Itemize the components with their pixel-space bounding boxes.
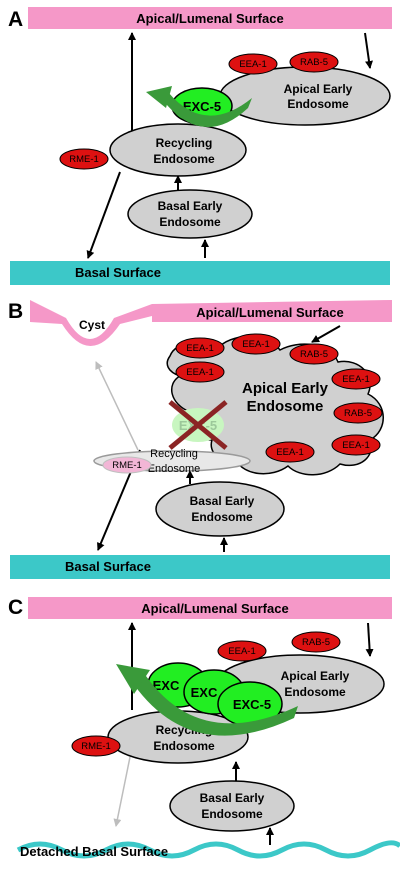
panel-a-apical-surface xyxy=(28,7,392,29)
panel-c-trafficking-arrow xyxy=(130,676,298,736)
panel-c-apical-endo-line1: Apical Early xyxy=(281,669,350,683)
panel-a-basal-surface xyxy=(10,261,390,285)
panel-a-basal-label: Basal Surface xyxy=(75,265,161,280)
panel-a-rab5-label: RAB-5 xyxy=(300,57,328,68)
panel-a-basal-early-endosome xyxy=(127,189,253,239)
panel-b-basal-label: Basal Surface xyxy=(65,559,151,574)
panel-b-apical-surface xyxy=(30,300,392,346)
panel-a-exc5-label: EXC-5 xyxy=(183,99,221,114)
panel-b-eea1-label-6: EEA-1 xyxy=(276,447,303,458)
panel-b-basal-endo-line1: Basal Early xyxy=(190,494,255,508)
panel-b: B Apical/Lumenal Surface Cyst Basal Surf… xyxy=(8,300,392,579)
panel-a-letter: A xyxy=(8,8,23,31)
panel-a-apical-early-endosome xyxy=(219,66,391,126)
panel-a-recycling-to-basal-arrow xyxy=(86,171,121,259)
panel-b-eea1-label-4: EEA-1 xyxy=(342,374,369,385)
panel-b-eea1-tag-4 xyxy=(331,368,381,390)
panel-c-trafficking-arrowhead xyxy=(116,664,150,694)
panel-a-trafficking-arrowhead xyxy=(146,86,172,108)
panel-b-tags: EEA-1 EEA-1 RAB-5 EEA-1 EEA-1 RAB-5 EEA-… xyxy=(175,333,383,463)
panel-b-eea1-label-5: EEA-1 xyxy=(342,440,369,451)
panel-a-rme1-tag xyxy=(59,148,109,170)
panel-b-eea1-tag-3 xyxy=(175,361,225,383)
panel-c-exc5-blob-1-label: EXC xyxy=(153,678,180,693)
panel-a-apical-label: Apical/Lumenal Surface xyxy=(136,11,283,26)
panel-c-apical-endo-line2: Endosome xyxy=(284,685,346,699)
panel-c-recycling-to-basal-arrow xyxy=(113,756,131,827)
panel-b-basal-early-endosome xyxy=(155,481,285,537)
panel-b-rab5-tag-1 xyxy=(289,343,339,365)
panel-a-recycling-line2: Endosome xyxy=(153,152,215,166)
panel-a-rme1-label: RME-1 xyxy=(69,154,99,165)
panel-a-trafficking-arrow xyxy=(152,92,252,128)
panel-c-eea1-label: EEA-1 xyxy=(228,646,255,657)
panel-b-rme1-tag xyxy=(102,456,152,474)
panel-b-recycling-line2: Endosome xyxy=(148,463,201,475)
panel-b-rab5-label-1: RAB-5 xyxy=(300,349,328,360)
panel-b-basal-endo-line2: Endosome xyxy=(191,510,253,524)
panel-b-cyst-label: Cyst xyxy=(79,318,105,332)
panel-b-eea1-label-1: EEA-1 xyxy=(186,343,213,354)
panel-b-eea1-tag-6 xyxy=(265,441,315,463)
panel-b-eea1-tag-2 xyxy=(231,333,281,355)
panel-c-rab5-tag xyxy=(291,631,341,653)
panel-b-apical-uptake-arrow xyxy=(311,325,341,343)
panel-b-rme1-label: RME-1 xyxy=(112,460,142,471)
panel-c-exc5-label: EXC-5 xyxy=(233,697,271,712)
panel-b-apical-endo-line2: Endosome xyxy=(247,398,324,415)
panel-c-rme1-label: RME-1 xyxy=(81,741,111,752)
panel-b-recycling-line1: Recycling xyxy=(150,448,198,460)
panel-a-recycling-line1: Recycling xyxy=(156,136,213,150)
panel-c: C Apical/Lumenal Surface Detached Basal … xyxy=(8,596,400,859)
panel-c-basal-early-endosome xyxy=(169,780,295,832)
panel-c-rab5-label: RAB-5 xyxy=(302,637,330,648)
panel-a-basal-endo-line2: Endosome xyxy=(159,215,221,229)
panel-c-rme1-tag xyxy=(71,735,121,757)
panel-a-recycling-endosome xyxy=(109,123,247,177)
panel-b-eea1-tag-5 xyxy=(331,434,381,456)
panel-c-apical-label: Apical/Lumenal Surface xyxy=(141,601,288,616)
panel-c-detached-basal-surface xyxy=(16,840,400,859)
panel-b-rab5-tag-2 xyxy=(333,402,383,424)
panel-a: A Apical/Lumenal Surface Basal Surface A… xyxy=(8,7,392,285)
panel-a-basal-endo-line1: Basal Early xyxy=(158,199,223,213)
panel-b-eea1-label-2: EEA-1 xyxy=(242,339,269,350)
panel-a-apical-endo-line1: Apical Early xyxy=(284,82,353,96)
panel-b-rab5-label-2: RAB-5 xyxy=(344,408,372,419)
panel-b-eea1-tag-1 xyxy=(175,337,225,359)
panel-b-apical-label: Apical/Lumenal Surface xyxy=(196,305,343,320)
panel-c-basal-label: Detached Basal Surface xyxy=(20,844,168,859)
panel-a-apical-endo-line2: Endosome xyxy=(287,97,349,111)
panel-c-eea1-tag xyxy=(217,640,267,662)
panel-b-basal-surface xyxy=(10,555,390,579)
panel-a-apical-uptake-arrow xyxy=(364,32,373,69)
panel-a-eea1-label: EEA-1 xyxy=(239,59,266,70)
panel-b-eea1-label-3: EEA-1 xyxy=(186,367,213,378)
panel-b-recycling-to-cyst-arrow xyxy=(95,361,139,451)
panel-a-eea1-tag xyxy=(228,53,278,75)
panel-c-basal-endo-line1: Basal Early xyxy=(200,791,265,805)
panel-b-exc5-cross-2 xyxy=(168,400,228,450)
panel-c-recycling-line2: Endosome xyxy=(153,739,215,753)
panel-c-apical-surface xyxy=(28,597,392,619)
panel-a-rab5-tag xyxy=(289,51,339,73)
panel-c-basal-endo-line2: Endosome xyxy=(201,807,263,821)
panel-b-apical-endo-line1: Apical Early xyxy=(242,380,329,397)
panel-c-apical-uptake-arrow xyxy=(365,622,374,657)
panel-b-letter: B xyxy=(8,300,23,323)
panel-c-letter: C xyxy=(8,596,23,619)
panel-c-exc5-blob-2-label: EXC xyxy=(191,685,218,700)
